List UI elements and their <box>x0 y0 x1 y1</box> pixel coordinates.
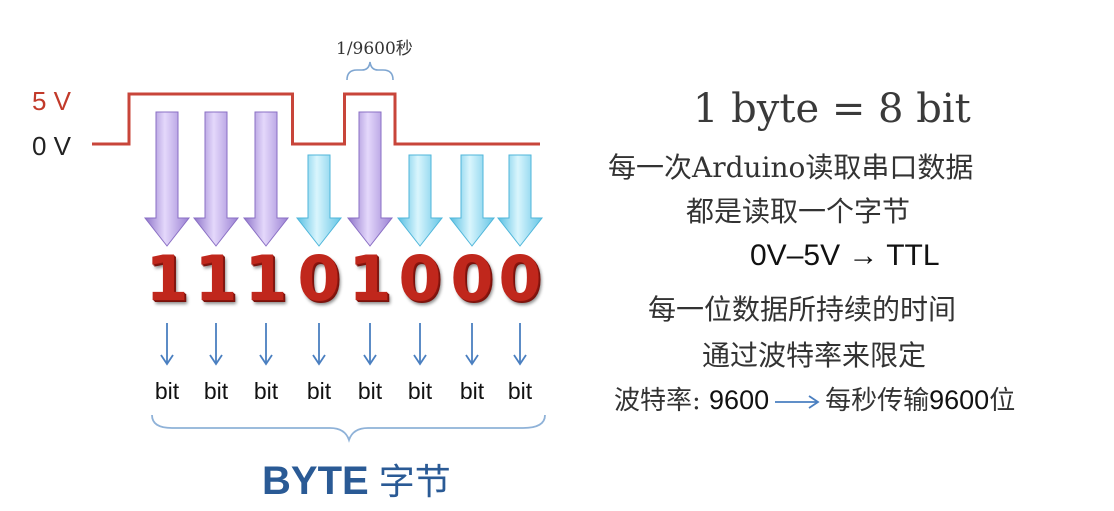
bit-digit-1: 1 <box>145 242 189 315</box>
period-brace <box>346 61 394 81</box>
bit-arrow-8 <box>496 154 544 247</box>
signal-waveform <box>92 92 540 146</box>
bit-arrow-5 <box>346 111 394 247</box>
bit-label-3: bit <box>253 378 279 404</box>
baud-result-suffix: 位 <box>989 386 1016 416</box>
thin-arrow-6 <box>413 323 427 366</box>
bit-arrow-6 <box>396 154 444 247</box>
bit-label-1: bit <box>154 378 180 404</box>
voltage-low-label: 0 V <box>32 131 72 161</box>
note-ttl: 0V–5V → TTL <box>750 239 940 272</box>
note-read-serial: 每一次Arduino读取串口数据 <box>608 151 974 184</box>
thin-arrow-8 <box>513 323 527 366</box>
byte-caption-cn: 字节 <box>378 462 451 503</box>
thin-arrow-3 <box>259 323 273 366</box>
thin-arrow-1 <box>160 323 174 366</box>
note-baud-limit: 通过波特率来限定 <box>702 339 927 372</box>
byte-caption-en: BYTE <box>262 459 369 503</box>
bit-digit-2: 1 <box>194 242 238 315</box>
baud-value: 9600 <box>709 385 770 415</box>
bit-digit-8: 0 <box>498 242 542 315</box>
bit-label-4: bit <box>306 378 332 404</box>
bit-arrow-4 <box>295 154 343 247</box>
byte-bit-equation: 1 byte = 8 bit <box>693 86 971 132</box>
bit-arrow-2 <box>192 111 240 247</box>
note-bit-duration: 每一位数据所持续的时间 <box>648 293 957 326</box>
bit-digit-5: 1 <box>348 242 392 315</box>
bit-label-5: bit <box>357 378 383 404</box>
bit-sample-arrows <box>143 111 544 247</box>
arrow-right-icon <box>775 395 820 409</box>
bit-digit-3: 1 <box>244 242 288 315</box>
thin-arrow-4 <box>312 323 326 366</box>
bit-period-label: 1/9600秒 <box>336 39 413 59</box>
bit-arrow-1 <box>143 111 191 247</box>
bit-digit-7: 0 <box>450 242 494 315</box>
baud-result-value: 9600 <box>929 385 990 415</box>
thin-arrow-7 <box>465 323 479 366</box>
bit-digit-4: 0 <box>297 242 341 315</box>
bit-digit-6: 0 <box>398 242 442 315</box>
baud-result-prefix: 每秒传输 <box>825 386 930 416</box>
bit-label-2: bit <box>203 378 229 404</box>
thin-arrow-2 <box>209 323 223 366</box>
note-read-byte: 都是读取一个字节 <box>686 195 911 228</box>
thin-arrow-5 <box>363 323 377 366</box>
bit-label-6: bit <box>407 378 433 404</box>
bit-arrow-3 <box>242 111 290 247</box>
baud-prefix: 波特率: <box>614 386 710 416</box>
bit-pointer-arrows <box>160 323 527 366</box>
bit-label-7: bit <box>459 378 485 404</box>
bit-arrow-7 <box>448 154 496 247</box>
byte-brace <box>151 414 546 443</box>
voltage-high-label: 5 V <box>32 86 72 116</box>
bit-label-8: bit <box>507 378 533 404</box>
serial-timing-diagram <box>92 61 546 443</box>
